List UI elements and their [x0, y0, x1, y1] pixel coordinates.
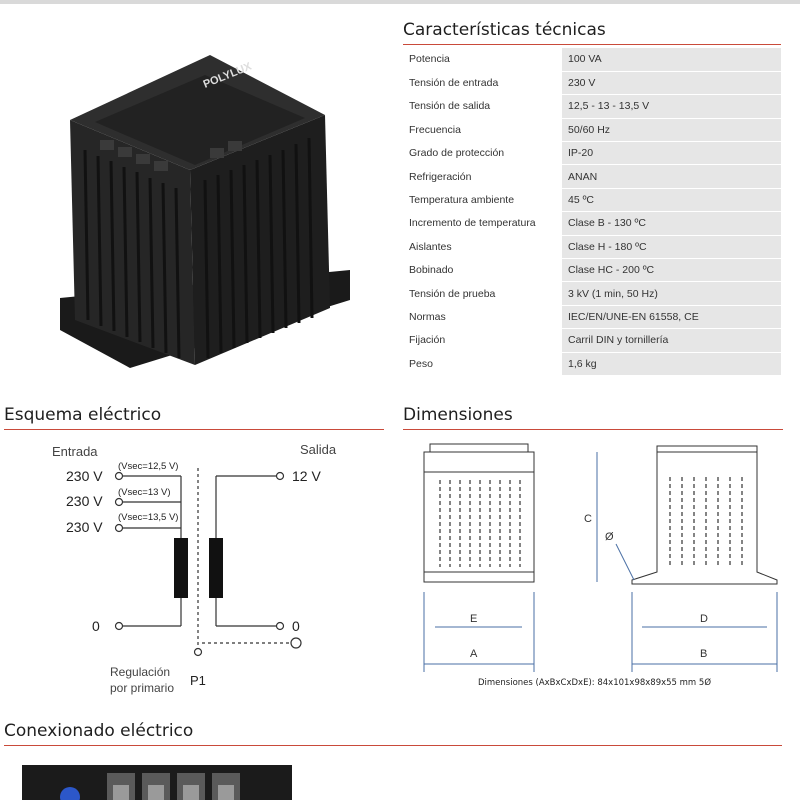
spec-value: 12,5 - 13 - 13,5 V [560, 94, 781, 119]
output-label: Salida [300, 442, 337, 457]
spec-label: Incremento de temperatura [403, 211, 561, 236]
zero-input: 0 [92, 618, 100, 634]
input-voltage-3: 230 V [66, 519, 103, 535]
spec-value: 100 VA [560, 48, 781, 72]
regulation-line-2: por primario [110, 681, 174, 695]
spec-value: Clase B - 130 ºC [560, 211, 781, 236]
regulation-line-1: Regulación [110, 665, 170, 679]
spec-value: IEC/EN/UNE-EN 61558, CE [560, 305, 781, 330]
dim-label-b: B [700, 648, 707, 660]
connection-terminal-image [22, 765, 292, 800]
dim-label-dia: Ø [605, 531, 614, 543]
dim-label-a: A [470, 648, 478, 660]
spec-label: Peso [403, 352, 561, 376]
top-divider [0, 0, 800, 4]
spec-value: 230 V [560, 71, 781, 96]
input-voltage-1: 230 V [66, 468, 103, 484]
dimensions-title-rule [403, 429, 783, 430]
spec-label: Tensión de prueba [403, 281, 561, 306]
spec-label: Bobinado [403, 258, 561, 283]
spec-label: Fijación [403, 328, 561, 353]
connection-title: Conexionado eléctrico [4, 721, 194, 741]
dim-label-c: C [584, 513, 592, 525]
p1-label: P1 [190, 673, 206, 688]
tap-label-3: (Vsec=13,5 V) [118, 512, 178, 523]
schematic-title: Esquema eléctrico [4, 405, 162, 425]
spec-label: Aislantes [403, 235, 561, 260]
dim-label-e: E [470, 613, 477, 625]
schematic-title-rule [4, 429, 384, 430]
spec-value: 1,6 kg [560, 352, 781, 376]
dimensions-drawing: A E B D C Ø [423, 443, 778, 672]
input-label: Entrada [52, 444, 98, 459]
connection-title-rule [4, 745, 782, 746]
tap-label-2: (Vsec=13 V) [118, 487, 171, 498]
dimensions-caption: Dimensiones (AxBxCxDxE): 84x101x98x89x55… [477, 678, 712, 688]
transformer-product-image: POLYLUX [60, 55, 350, 368]
spec-label: Grado de protección [403, 141, 561, 166]
output-voltage: 12 V [292, 468, 321, 484]
spec-label: Normas [403, 305, 561, 330]
spec-value: 45 ºC [560, 188, 781, 213]
input-voltage-2: 230 V [66, 493, 103, 509]
spec-label: Tensión de entrada [403, 71, 561, 96]
spec-label: Tensión de salida [403, 94, 561, 119]
specs-title-rule [403, 44, 781, 45]
spec-value: Clase HC - 200 ºC [560, 258, 781, 283]
spec-label: Potencia [403, 48, 561, 72]
spec-value: Carril DIN y tornillería [560, 328, 781, 353]
electrical-schematic: Entrada Salida 230 V 230 V 230 V (Vsec=1… [52, 442, 337, 695]
zero-output: 0 [292, 618, 300, 634]
dim-label-d: D [700, 613, 708, 625]
dimensions-title: Dimensiones [403, 405, 513, 425]
spec-label: Refrigeración [403, 164, 561, 189]
spec-label: Temperatura ambiente [403, 188, 561, 213]
spec-value: IP-20 [560, 141, 781, 166]
specs-title: Características técnicas [403, 20, 606, 40]
spec-label: Frecuencia [403, 118, 561, 143]
tap-label-1: (Vsec=12,5 V) [118, 461, 178, 472]
spec-value: ANAN [560, 164, 781, 189]
spec-value: Clase H - 180 ºC [560, 235, 781, 260]
spec-value: 3 kV (1 min, 50 Hz) [560, 281, 781, 306]
spec-value: 50/60 Hz [560, 118, 781, 143]
